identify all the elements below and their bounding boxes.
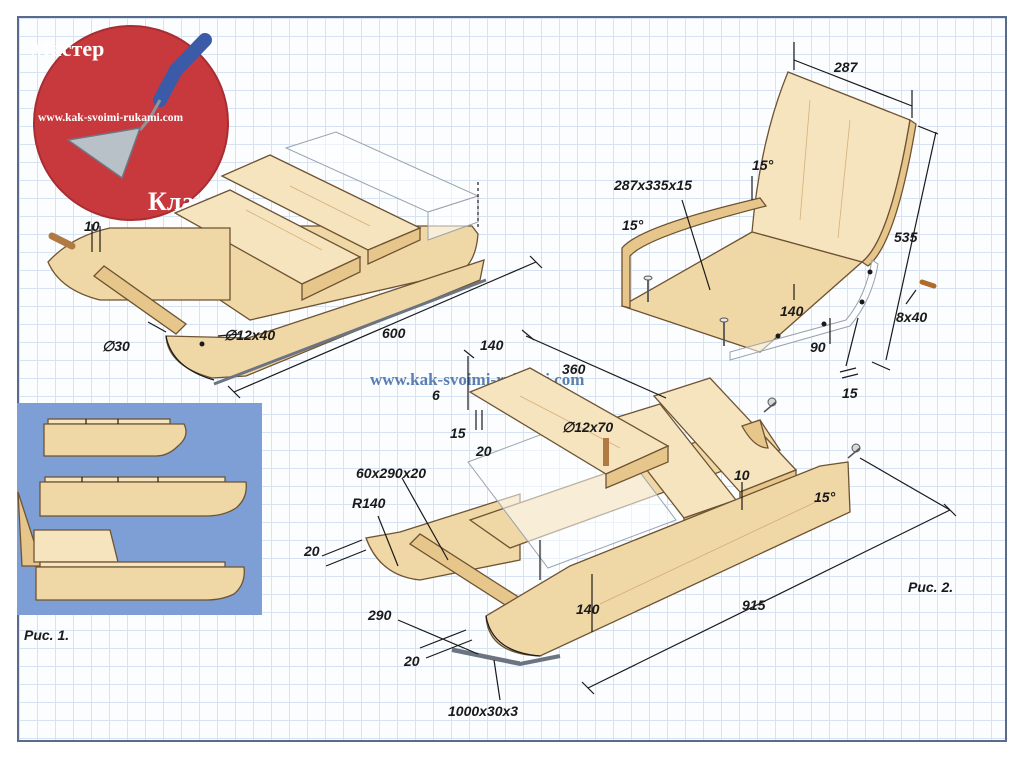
dim2-seat-thickness: 15	[450, 425, 466, 441]
near-runner-front	[47, 227, 231, 301]
dim-bottom-offset: 90	[810, 339, 826, 355]
dowel-pin	[603, 438, 609, 466]
axle-bar	[92, 265, 188, 335]
dim2-dowel: ∅12x70	[562, 419, 613, 435]
dim2-seat-width: 140	[480, 337, 504, 353]
site-logo: Мастер www.kak-svoimi-rukami.com Класс	[30, 25, 229, 221]
chair-side-left	[621, 197, 768, 309]
figure1-caption: Рис. 1.	[24, 627, 69, 643]
dim2-radius: R140	[352, 495, 386, 511]
steel-strip	[451, 648, 561, 667]
dim2-steel-strip: 1000x30x3	[448, 703, 518, 719]
dim2-angle: 15°	[814, 489, 836, 505]
dim2-length: 915	[742, 597, 766, 613]
chair-side-front	[729, 259, 879, 361]
dim-peg-offset: 10	[84, 218, 100, 234]
figure2-caption: Рис. 2.	[908, 579, 953, 595]
sled-chair: 287 287x335x15 15° 15° 535 140 8x40 90 1…	[613, 42, 939, 401]
bolt-icon	[919, 279, 937, 289]
dim-angle-back: 15°	[752, 157, 774, 173]
sled-assembled: 140 360 6 15 20 ∅12x70 60x290x20 R140 20…	[303, 329, 957, 719]
dim-angle-left: 15°	[622, 217, 644, 233]
chair-seat	[620, 231, 864, 353]
near-steel-strip	[213, 278, 487, 386]
dim2-crossbar: 60x290x20	[356, 465, 426, 481]
dim2-side-height: 140	[576, 601, 600, 617]
runner-profile-3	[17, 491, 245, 601]
logo-title-top: Мастер	[30, 36, 104, 61]
dim-length: 600	[382, 325, 406, 341]
near-runner-2	[485, 461, 851, 657]
dim2-seat-gap: 6	[432, 387, 440, 403]
trowel-icon	[66, 33, 212, 180]
dim2-runner-thickness: 20	[303, 543, 320, 559]
dim2-peg-offset: 10	[734, 467, 750, 483]
dim2-axle-thickness: 20	[403, 653, 420, 669]
dim-thickness: 15	[842, 385, 858, 401]
sled-exploded-top: 10 ∅30 ∅12x40 600	[47, 131, 543, 399]
dim-bolt: 8x40	[896, 309, 927, 325]
dim-back-width: 287	[833, 59, 859, 75]
dowel-peg	[48, 232, 76, 250]
figure1-panel: Рис. 1.	[17, 403, 262, 643]
dim2-seat-depth: 20	[475, 443, 492, 459]
runner-profile-2	[39, 476, 247, 517]
dim-dowel: ∅12x40	[224, 327, 275, 343]
dim-side-depth: 140	[780, 303, 804, 319]
runner-profile-1	[43, 418, 187, 457]
dim-axle-diameter: ∅30	[102, 338, 130, 354]
dim-back-panel: 287x335x15	[613, 177, 692, 193]
dim2-axle-width: 290	[367, 607, 392, 623]
dim-height: 535	[894, 229, 918, 245]
dim2-seat-length: 360	[562, 361, 586, 377]
logo-url: www.kak-svoimi-rukami.com	[38, 112, 183, 124]
